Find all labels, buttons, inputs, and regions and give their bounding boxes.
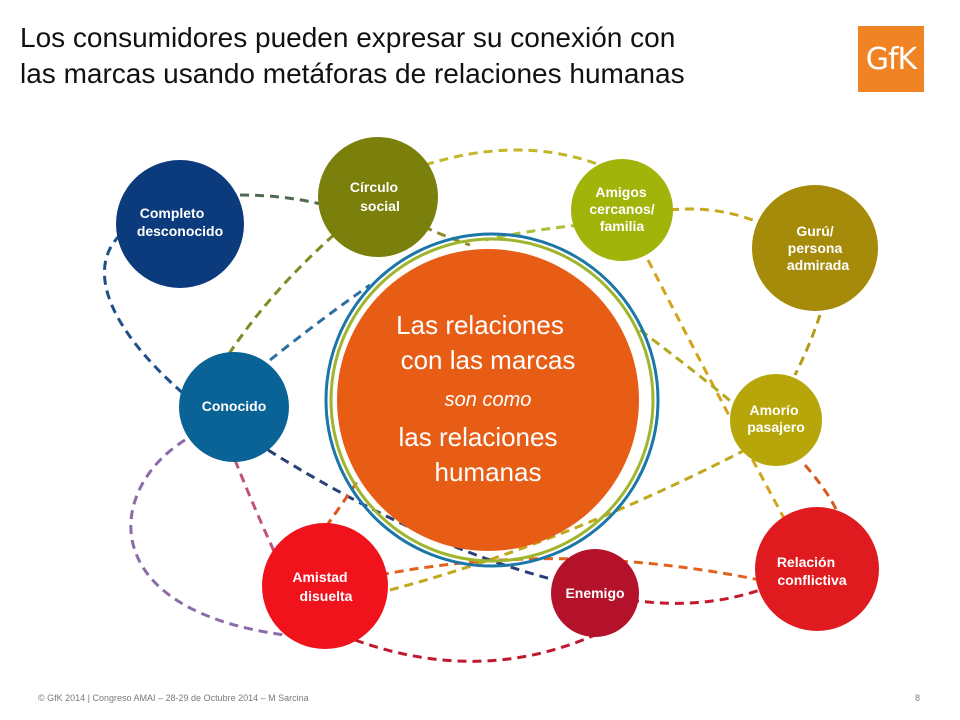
connector-conocido-center	[269, 283, 371, 362]
node-amigos-cercanos: Amigos cercanos/ familia	[571, 159, 673, 261]
node-enemigo-line1: Enemigo	[565, 585, 624, 601]
gfk-logo: GfK	[858, 26, 924, 92]
connector-circulo-amigos	[424, 148, 601, 167]
gfk-logo-text: GfK	[865, 41, 917, 77]
connector-conocido-amistad	[233, 459, 280, 561]
node-relacion-line1: Relación	[777, 554, 835, 570]
center-ring-blue	[324, 232, 660, 568]
node-enemigo-circle	[551, 549, 639, 637]
center-line4: las relaciones	[399, 422, 558, 452]
footer-copyright: © GfK 2014 | Congreso AMAI – 28-29 de Oc…	[38, 693, 309, 703]
page-number: 8	[915, 693, 921, 703]
connector-amistad-enemigo	[354, 633, 596, 663]
node-amigos-line2: cercanos/	[589, 201, 654, 217]
center-ring-green	[329, 237, 655, 563]
center-group: Las relaciones con las marcas son como l…	[324, 232, 660, 568]
slide-title-line2: las marcas usando metáforas de relacione…	[20, 58, 685, 89]
connector-amigos-center	[484, 223, 581, 242]
node-completo-desconocido: Completo desconocido	[116, 160, 244, 288]
connector-enemigo-relacion	[629, 588, 761, 605]
node-amistad-line2: disuelta	[300, 588, 353, 604]
node-amorio-circle	[730, 374, 822, 466]
connector-amistad-amorio	[389, 448, 746, 592]
center-circle	[337, 249, 639, 551]
node-circulo-circle	[318, 137, 438, 257]
connector-center-amorio	[639, 328, 736, 407]
connector-completo-circulo	[239, 193, 326, 207]
connector-amistad-relacion	[379, 557, 761, 582]
slide-title-line1: Los consumidores pueden expresar su cone…	[20, 22, 676, 53]
node-amorio-line1: Amorío	[750, 402, 799, 418]
node-relacion-circle	[755, 507, 879, 631]
node-guru-line2: persona	[788, 240, 843, 256]
center-line3: son como	[445, 389, 532, 411]
node-completo-line1: Completo	[140, 205, 205, 221]
node-circulo-line1: Círculo	[350, 179, 398, 195]
node-amigos-circle	[571, 159, 673, 261]
node-amistad-circle	[262, 523, 388, 649]
node-completo-circle	[116, 160, 244, 288]
node-circulo-social: Círculo social	[318, 137, 438, 257]
node-conocido-circle	[179, 352, 289, 462]
node-completo-line2: desconocido	[137, 223, 223, 239]
node-enemigo: Enemigo	[551, 549, 639, 637]
node-amorio-line2: pasajero	[747, 419, 805, 435]
node-guru-line3: admirada	[787, 257, 849, 273]
node-guru-line1: Gurú/	[796, 223, 833, 239]
connector-lines	[103, 148, 842, 663]
connector-guru-amorio	[793, 314, 822, 376]
node-conocido-line1: Conocido	[202, 398, 267, 414]
node-guru-circle	[752, 185, 878, 311]
connector-amigos-relacion	[646, 259, 787, 521]
connector-amigos-guru	[669, 207, 766, 227]
node-amistad-line1: Amistad	[292, 569, 347, 585]
center-line1: Las relaciones	[396, 310, 564, 340]
connector-circulo-conocido	[223, 223, 346, 361]
center-line2: con las marcas	[401, 345, 576, 375]
node-conocido: Conocido	[179, 352, 289, 462]
slide-title: Los consumidores pueden expresar su cone…	[20, 20, 840, 92]
node-relacion-line2: conflictiva	[777, 572, 846, 588]
connector-conocido-loop	[129, 438, 286, 637]
node-amigos-line3: familia	[600, 218, 645, 234]
node-guru: Gurú/ persona admirada	[752, 185, 878, 311]
node-circulo-line2: social	[360, 198, 400, 214]
node-amistad-disuelta: Amistad disuelta	[262, 523, 388, 649]
node-amorio-pasajero: Amorío pasajero	[730, 374, 822, 466]
node-relacion-conflictiva: Relación conflictiva	[755, 507, 879, 631]
node-amigos-line1: Amigos	[595, 184, 647, 200]
connector-completo-conocido	[103, 233, 186, 397]
center-line5: humanas	[435, 457, 542, 487]
